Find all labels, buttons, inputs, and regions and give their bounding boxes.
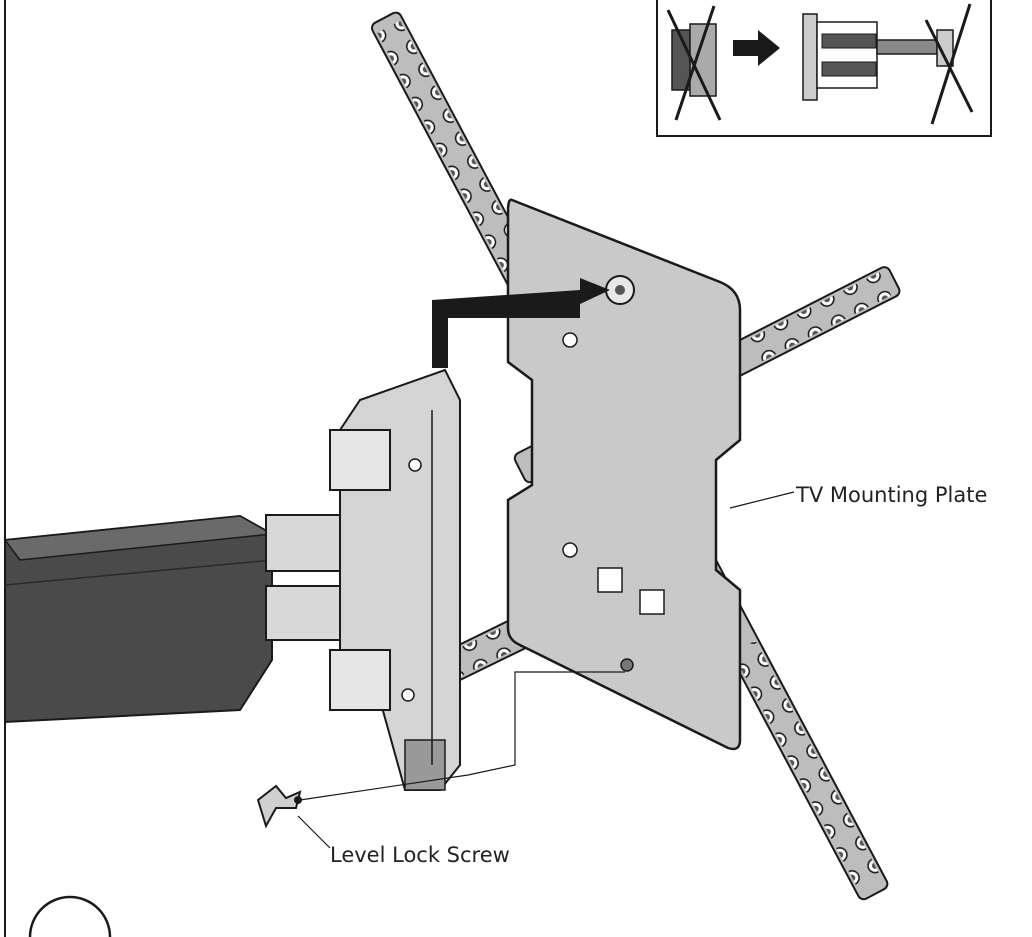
step-number-circle bbox=[28, 895, 112, 937]
pivot-bracket bbox=[329, 368, 461, 791]
inset-arrow-icon bbox=[733, 30, 780, 66]
inset-extended-mount bbox=[802, 3, 974, 125]
inset-folded-mount bbox=[666, 5, 722, 121]
leader-line-screw-to-hole bbox=[299, 671, 625, 801]
level-lock-screw-icon bbox=[256, 784, 302, 829]
tv-mounting-plate bbox=[506, 198, 742, 751]
level-lock-screw-label: Level Lock Screw bbox=[330, 843, 510, 867]
insertion-arrow-icon bbox=[432, 278, 610, 368]
tv-mounting-plate-label: TV Mounting Plate bbox=[796, 483, 988, 507]
leader-line-screw bbox=[297, 815, 331, 849]
inset-reference-box bbox=[656, 0, 992, 137]
leader-line-plate bbox=[729, 491, 795, 509]
